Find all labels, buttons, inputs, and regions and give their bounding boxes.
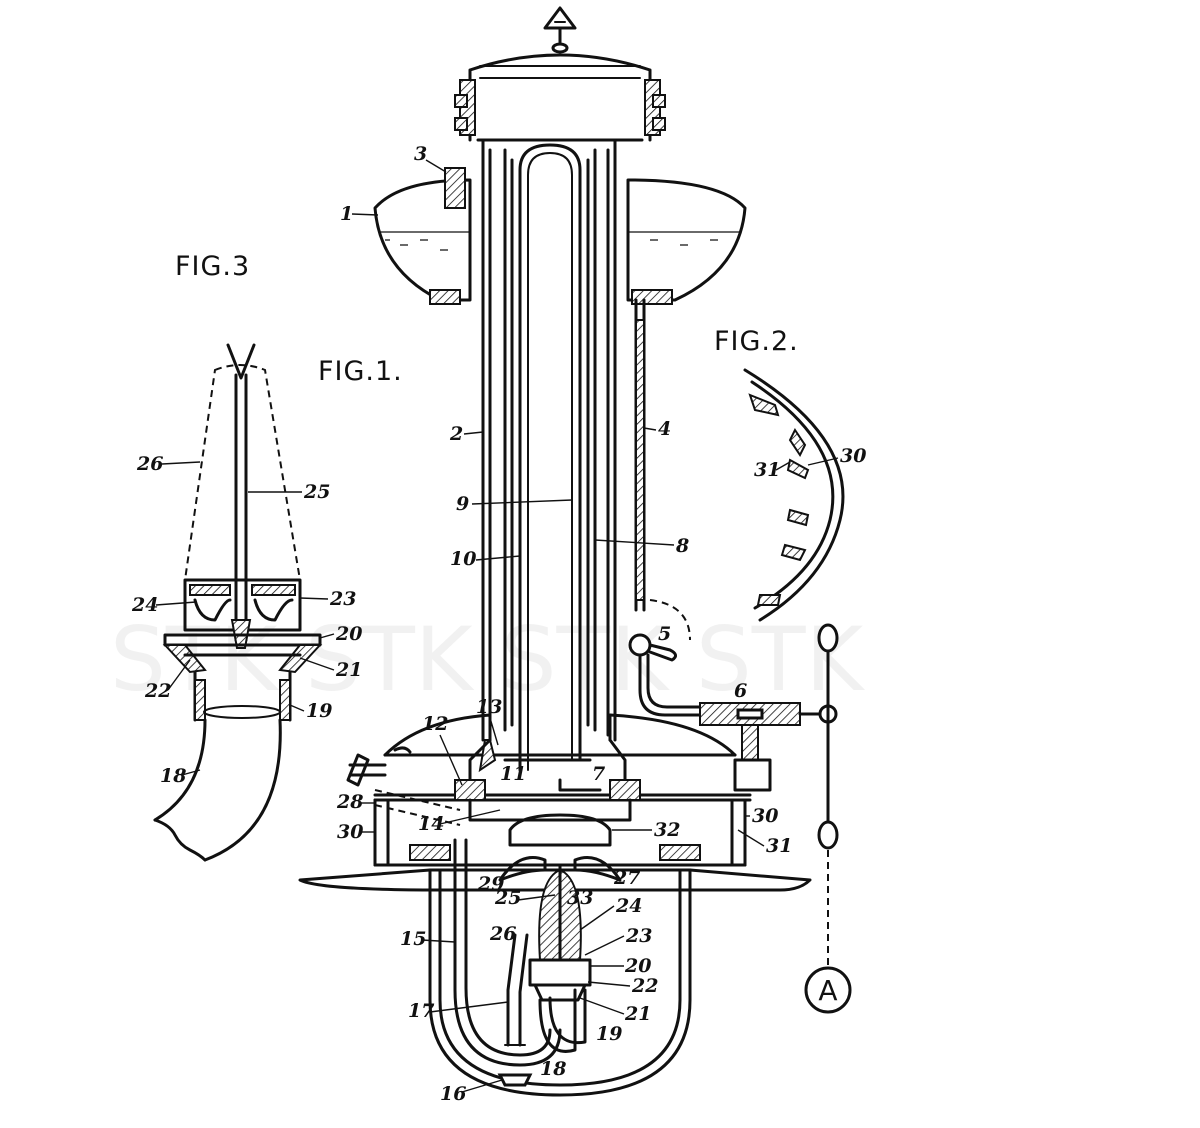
label-23: 23 [625, 925, 652, 947]
u-tube [518, 143, 582, 772]
label-21: 21 [624, 1003, 651, 1025]
pull-ring [804, 966, 852, 1014]
filler-cap [444, 167, 466, 209]
label-28: 28 [336, 791, 363, 813]
label-20: 20 [624, 955, 651, 977]
label-3: 3 [414, 143, 427, 165]
lamp-dome [383, 713, 737, 757]
fig2-labels: 30 31 [754, 445, 866, 481]
fig3-label-22: 22 [144, 680, 171, 702]
label-25: 25 [494, 887, 521, 909]
fig2-reflector-section [743, 368, 845, 622]
label-22: 22 [631, 975, 658, 997]
inner-tube [503, 148, 514, 732]
label-24: 24 [615, 895, 642, 917]
label-14: 14 [418, 813, 444, 835]
label-30-left: 30 [337, 821, 363, 843]
globe [428, 868, 692, 1097]
hanging-hook [543, 6, 577, 30]
fig2-arc [743, 368, 845, 622]
fig2-label-30: 30 [840, 445, 866, 467]
label-31: 31 [766, 835, 792, 857]
fig1-labels: 1 2 3 4 5 6 7 8 9 10 11 12 13 14 15 16 1… [336, 143, 792, 1105]
oil-font-right [626, 178, 747, 302]
pull-ring-letter: A [818, 974, 837, 1007]
fig1-lamp: A [298, 6, 852, 1097]
label-9: 9 [456, 493, 469, 515]
label-18: 18 [540, 1058, 566, 1080]
fig3-rod [234, 373, 248, 642]
label-4: 4 [658, 418, 671, 440]
deflector [508, 813, 612, 847]
label-19: 19 [596, 1023, 622, 1045]
label-11: 11 [500, 763, 526, 785]
label-7: 7 [592, 763, 605, 785]
fig3-labels: 18 19 20 21 22 23 24 25 26 [131, 453, 362, 787]
label-1: 1 [340, 203, 353, 225]
fig3-bent-pipe [153, 718, 207, 822]
label-12: 12 [422, 713, 448, 735]
valve-5 [628, 633, 652, 657]
fig3-label-26: 26 [136, 453, 163, 475]
label-16: 16 [440, 1083, 466, 1105]
label-6: 6 [734, 680, 747, 702]
label-15: 15 [400, 928, 426, 950]
label-2: 2 [449, 423, 463, 445]
fig3-burner-detail [153, 343, 323, 862]
fig2-label-31: 31 [754, 459, 780, 481]
fig3-label-20: 20 [335, 623, 362, 645]
siphon-tube-15 [453, 838, 562, 1067]
top-cap [468, 53, 652, 142]
housing-left-wall [373, 798, 390, 867]
label-8: 8 [675, 535, 689, 557]
fig3-mantle-outline [183, 364, 302, 581]
label-13: 13 [476, 696, 502, 718]
label-29: 29 [477, 873, 504, 895]
fig3-label-25: 25 [303, 481, 330, 503]
fig3-label-24: 24 [131, 594, 158, 616]
fig3-label-21: 21 [335, 659, 362, 681]
label-17: 17 [408, 1000, 434, 1022]
label-5: 5 [658, 623, 671, 645]
housing-right-wall [730, 798, 747, 867]
label-10: 10 [450, 548, 476, 570]
fig1-title: FIG.1. [318, 356, 403, 387]
fig3-title: FIG.3 [175, 251, 250, 282]
label-26: 26 [489, 923, 516, 945]
fig3-label-19: 19 [306, 700, 332, 722]
fig3-label-18: 18 [160, 765, 186, 787]
label-33: 33 [567, 887, 593, 909]
label-30-right: 30 [752, 805, 778, 827]
fig2-title: FIG.2. [714, 326, 799, 357]
fig3-label-23: 23 [329, 588, 356, 610]
label-32: 32 [654, 819, 680, 841]
label-27: 27 [613, 867, 640, 889]
outer-column [481, 138, 492, 742]
